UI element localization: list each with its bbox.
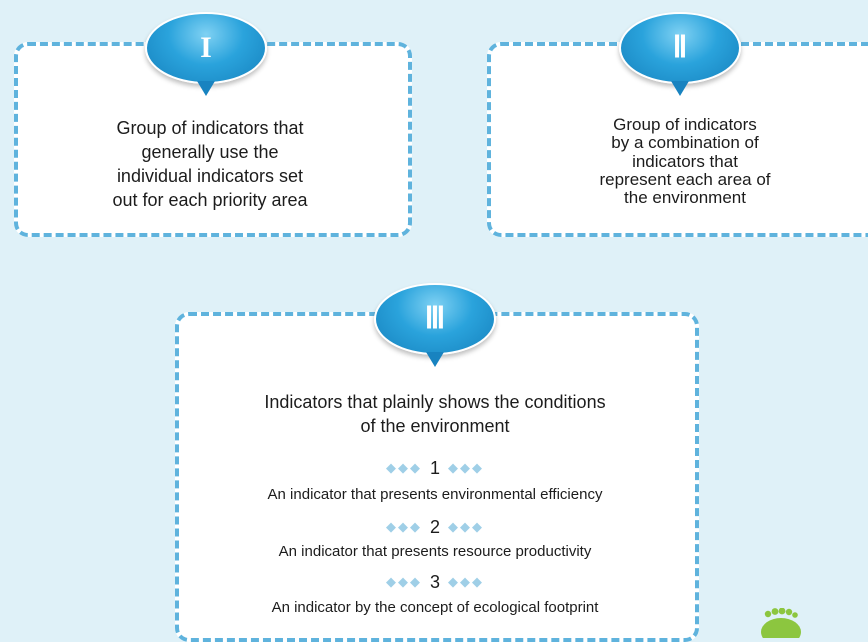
- diamond-divider-icon: ◆◆◆: [385, 519, 422, 534]
- diamond-divider-icon: ◆◆◆: [448, 574, 484, 589]
- diamond-divider-icon: ◆◆◆: [448, 519, 484, 534]
- item-3-text: An indicator by the concept of ecologica…: [271, 599, 599, 616]
- group-3-badge: Ⅲ: [374, 283, 496, 367]
- item-1-number: ◆◆◆ 1 ◆◆◆: [200, 458, 670, 478]
- item-number: 3: [429, 572, 440, 592]
- group-3-box: [175, 312, 699, 642]
- group-1-description: Group of indicators that generally use t…: [112, 118, 308, 210]
- diamond-divider-icon: ◆◆◆: [385, 574, 422, 589]
- item-3-number: ◆◆◆ 3 ◆◆◆: [200, 572, 670, 592]
- group-3-description: Indicators that plainly shows the condit…: [264, 392, 606, 436]
- item-2-number: ◆◆◆ 2 ◆◆◆: [200, 517, 670, 537]
- diamond-divider-icon: ◆◆◆: [385, 460, 422, 475]
- diamond-divider-icon: ◆◆◆: [448, 460, 484, 475]
- group-2-badge: Ⅱ: [619, 12, 741, 96]
- group-2-description: Group of indicators by a combination of …: [599, 115, 771, 208]
- item-2-text: An indicator that presents resource prod…: [278, 543, 592, 560]
- group-1-badge: I: [145, 12, 267, 96]
- item-1-text: An indicator that presents environmental…: [267, 486, 603, 503]
- item-number: 2: [429, 517, 440, 537]
- footprint-icon: [761, 608, 801, 638]
- item-number: 1: [429, 458, 440, 478]
